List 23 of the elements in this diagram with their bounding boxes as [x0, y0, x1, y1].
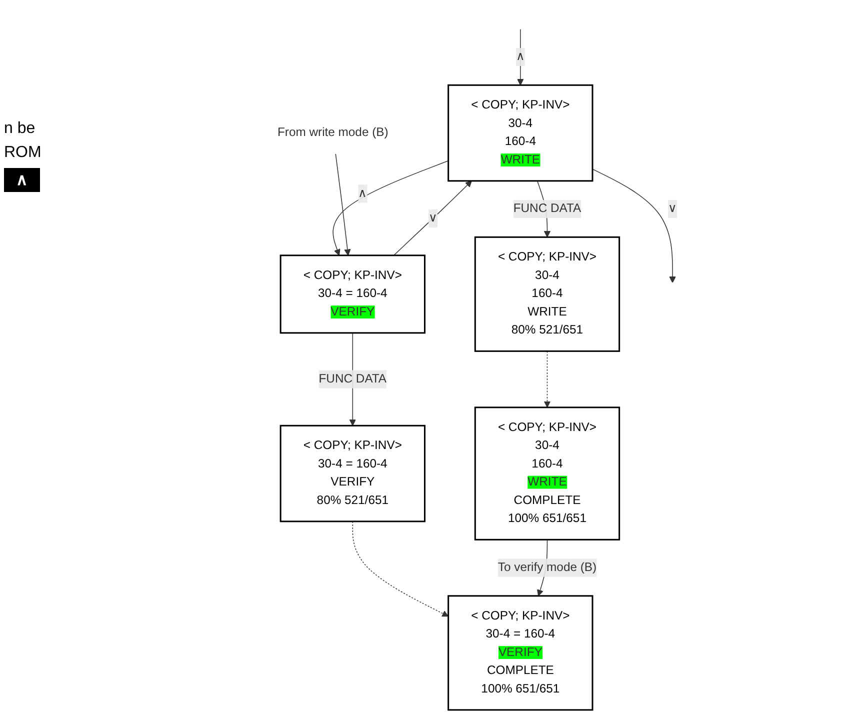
arrow	[592, 168, 676, 284]
node-text: From write mode (B)	[277, 126, 388, 140]
node-box: < COPY; KP-INV> 30-4 160-4 WRITE	[448, 84, 594, 182]
note-text: n be	[4, 120, 36, 137]
arrow	[352, 521, 449, 617]
edge-label: ∧	[516, 50, 525, 64]
edge-label: FUNC DATA	[513, 202, 582, 216]
node-box: < COPY; KP-INV> 30-4 = 160-4 VERIFY COMPLETE 100% 651/651	[448, 595, 594, 711]
arrow	[544, 350, 551, 408]
node-box: < COPY; KP-INV> 30-4 160-4 WRITE COMPLETE 100% 651/651	[474, 406, 620, 540]
node-box: < COPY; KP-INV> 30-4 160-4 WRITE 80% 521/651	[474, 236, 620, 352]
arrow	[517, 28, 524, 86]
edge-label: ∨	[428, 212, 438, 225]
edge-label: FUNC DATA	[318, 372, 387, 386]
arrow	[332, 160, 449, 256]
edge-label: To verify mode (B)	[498, 560, 597, 574]
key-label: ∧	[4, 168, 40, 192]
edge-label: ∧	[358, 186, 368, 200]
note-text: ROM	[4, 144, 42, 161]
arrow	[393, 180, 472, 256]
node-box: < COPY; KP-INV> 30-4 = 160-4 VERIFY 80% 521/651	[280, 424, 426, 522]
arrow	[335, 153, 351, 256]
edge-label: ∨	[668, 202, 678, 216]
